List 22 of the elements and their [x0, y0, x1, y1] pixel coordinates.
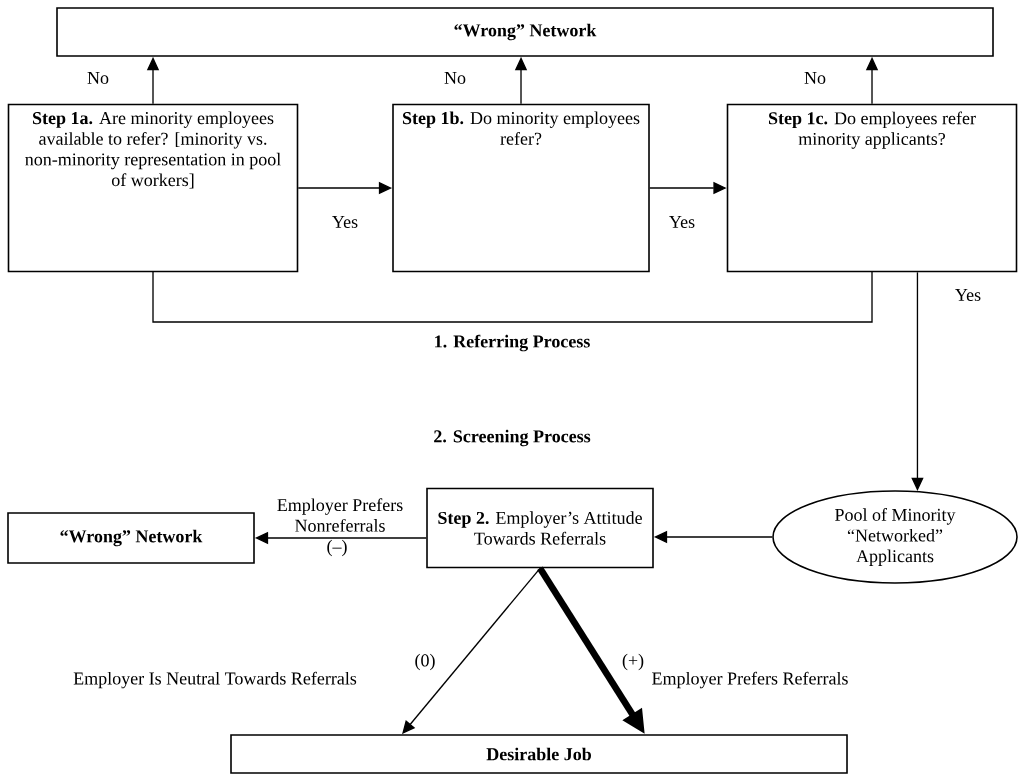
section-heading: 2. Screening Process — [434, 429, 591, 447]
edge-label: Yes — [953, 287, 983, 303]
edge-label: No — [442, 70, 468, 86]
step-box: Step 1c. Do employees refer minority applicants? — [726, 103, 1018, 273]
sign-label: (–) — [327, 539, 347, 557]
arrow — [911, 271, 924, 491]
edge-label: Employer Prefers Nonreferrals — [268, 496, 412, 534]
edge-label: Yes — [667, 214, 697, 230]
edge-label: Employer Prefers Referrals — [650, 670, 850, 690]
edge-label: Yes — [330, 214, 360, 230]
sign-label: (0) — [415, 653, 435, 671]
step-box: Step 1b. Do minority employees refer? — [392, 103, 650, 273]
section-heading: 1. Referring Process — [435, 334, 590, 352]
edge-label: Employer Is Neutral Towards Referrals — [71, 670, 359, 690]
outcome-box: Desirable Job — [230, 734, 848, 774]
outcome-box: “Wrong” Network — [56, 7, 994, 57]
outcome-box: “Wrong” Network — [7, 512, 255, 564]
step-box: Step 2. Employer’s Attitude Towards Referrals — [426, 487, 654, 569]
step-box: Step 1a. Are minority employees available to refer? [minority vs. non-minority representation in pool of workers] — [7, 103, 299, 273]
edge-label: No — [802, 70, 828, 86]
sign-label: (+) — [622, 653, 644, 671]
edge-label: No — [85, 70, 111, 86]
